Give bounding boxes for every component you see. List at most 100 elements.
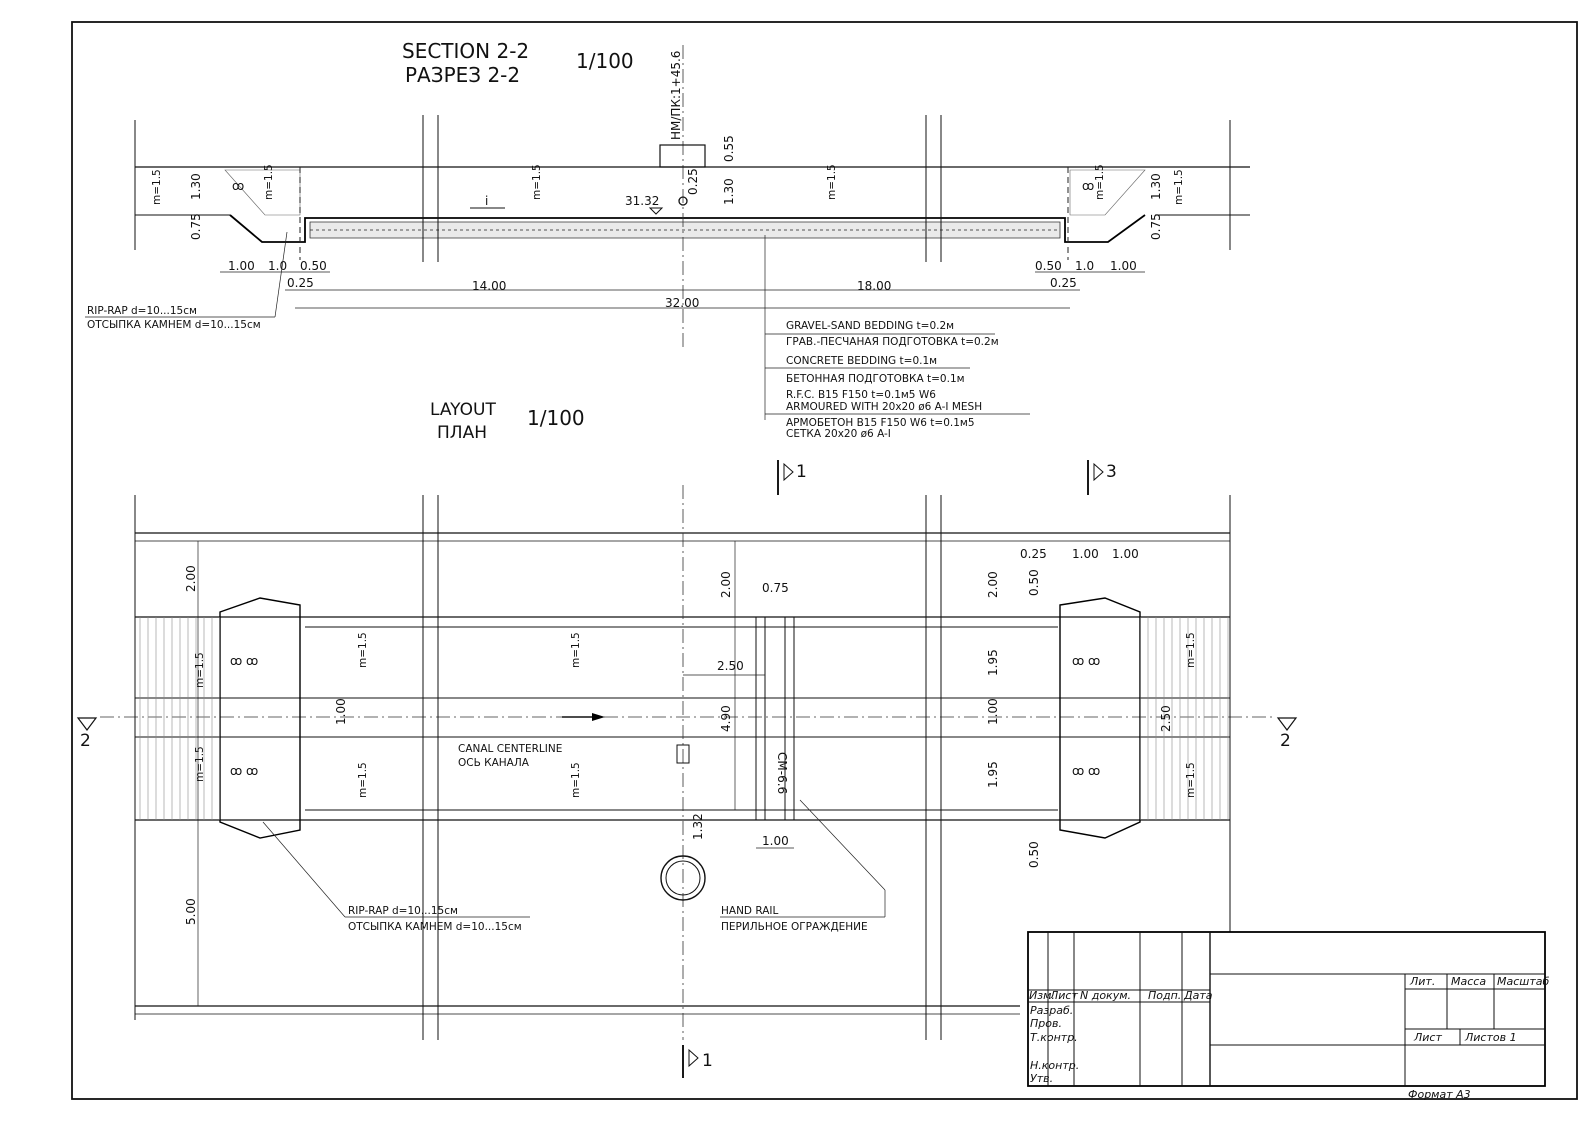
dim-label: 0.25 xyxy=(287,276,314,290)
marker-label: CM-6.6 xyxy=(775,752,789,794)
riprap-zone-left xyxy=(219,597,301,839)
cut-arrow-icon xyxy=(783,462,794,482)
stone-glyph: ꝏ ꝏ xyxy=(1072,764,1100,778)
section-scale: 1/100 xyxy=(576,49,634,73)
section-marker-icon xyxy=(76,717,98,731)
slope-label: m=1.5 xyxy=(194,746,206,782)
note-line: ARMOURED WITH 20x20 ø6 A-I MESH xyxy=(786,401,982,413)
slope-label: m=1.5 xyxy=(151,169,163,205)
slope-label: m=1.5 xyxy=(1094,164,1106,200)
tb-row: Разраб. xyxy=(1030,1004,1073,1017)
note-line: CONCRETE BEDDING t=0.1м xyxy=(786,355,937,367)
benchmark-block xyxy=(659,144,706,168)
section-marker-icon xyxy=(1276,717,1298,731)
level-icon xyxy=(648,207,664,215)
dim-label: 1.00 xyxy=(1112,547,1139,561)
tb-sheet: Лист xyxy=(1413,1031,1442,1044)
tb-col: Лист xyxy=(1049,989,1078,1002)
riprap-label-ru: ОТСЫПКА КАМНЕМ d=10...15см xyxy=(348,921,522,933)
tb-row: Н.контр. xyxy=(1030,1059,1079,1072)
well-inner-icon xyxy=(665,860,701,896)
tb-col: Подп. xyxy=(1148,989,1181,1002)
benchmark-icon xyxy=(676,744,690,764)
dim-label: 2.50 xyxy=(717,659,744,673)
tb-sheets: Листов 1 xyxy=(1464,1031,1517,1044)
tb-mass: Масса xyxy=(1451,975,1486,988)
centerline-label-ru: ОСЬ КАНАЛА xyxy=(458,757,530,769)
leader-line xyxy=(274,231,288,318)
sheet-frame xyxy=(71,21,1578,1100)
dim-label: 1.30 xyxy=(189,173,203,200)
dim-label: 5.00 xyxy=(184,898,198,925)
benchmark-point xyxy=(678,196,688,206)
slope-label: m=1.5 xyxy=(357,632,369,668)
riprap-zone-right xyxy=(1059,597,1141,839)
dim-label: 1.00 xyxy=(762,834,789,848)
cut-label: 1 xyxy=(796,462,807,482)
riprap-right xyxy=(1069,169,1146,216)
stone-glyph: ꝏ ꝏ xyxy=(230,764,258,778)
cut-arrow-icon xyxy=(688,1048,699,1068)
section-title-en: SECTION 2-2 xyxy=(402,39,529,63)
riprap-label-en: RIP-RAP d=10...15см xyxy=(348,905,458,917)
note-line: ГРАВ.-ПЕСЧАНАЯ ПОДГОТОВКА t=0.2м xyxy=(786,336,999,348)
dim-label: 0.50 xyxy=(300,259,327,273)
tb-col: Дата xyxy=(1183,989,1213,1002)
break-lines xyxy=(134,495,1231,1040)
cut-label: 1 xyxy=(702,1051,713,1071)
leader-line xyxy=(262,821,346,918)
dim-label: 0.50 xyxy=(1027,569,1041,596)
tb-row: Пров. xyxy=(1030,1017,1062,1030)
well-icon xyxy=(660,855,706,901)
layout-title-ru: ПЛАН xyxy=(437,423,487,443)
level-label: 31.32 xyxy=(625,194,659,208)
section-title-ru: РАЗРЕЗ 2-2 xyxy=(405,63,520,87)
stone-glyph: ꝏ xyxy=(232,179,244,193)
dim-label: 1.95 xyxy=(986,761,1000,788)
dim-label: 2.00 xyxy=(719,571,733,598)
slope-label: m=1.5 xyxy=(826,164,838,200)
note-line: СЕТКА 20x20 ø6 A-I xyxy=(786,428,891,440)
slope-label: m=1.5 xyxy=(1185,632,1197,668)
stone-glyph: ꝏ ꝏ xyxy=(230,654,258,668)
slope-label: m=1.5 xyxy=(1173,169,1185,205)
title-block: Изм. Лист N докум. Подп. Дата Разраб. Пр… xyxy=(1027,931,1549,1087)
slope-label: m=1.5 xyxy=(570,632,582,668)
dim-label: 1.0 xyxy=(268,259,287,273)
dim-label: 2.00 xyxy=(986,571,1000,598)
dim-label: 1.00 xyxy=(986,698,1000,725)
slope-label: m=1.5 xyxy=(1185,762,1197,798)
slope-label: m=1.5 xyxy=(531,164,543,200)
cut-label: 2 xyxy=(80,731,91,751)
dim-label: 2.50 xyxy=(1159,705,1173,732)
flow-label: i xyxy=(485,194,488,208)
dim-label: 1.00 xyxy=(1110,259,1137,273)
note-line: АРМОБЕТОН B15 F150 W6 t=0.1м5 xyxy=(786,417,975,429)
riprap-left xyxy=(224,169,301,216)
slope-label: m=1.5 xyxy=(263,164,275,200)
dim-label: 1.00 xyxy=(228,259,255,273)
riprap-label-ru: ОТСЫПКА КАМНЕМ d=10...15см xyxy=(87,319,261,331)
break-lines xyxy=(134,115,1231,262)
dim-label: 0.25 xyxy=(1050,276,1077,290)
dim-label: 18.00 xyxy=(857,279,891,293)
note-line: БЕТОННАЯ ПОДГОТОВКА t=0.1м xyxy=(786,373,965,385)
dim-label: 0.25 xyxy=(686,168,700,195)
slope-label: m=1.5 xyxy=(194,652,206,688)
dim-label: 1.32 xyxy=(691,813,705,840)
note-line: GRAVEL-SAND BEDDING t=0.2м xyxy=(786,320,954,332)
stone-glyph: ꝏ xyxy=(1082,179,1094,193)
riprap-label-en: RIP-RAP d=10...15см xyxy=(87,305,197,317)
leader-line xyxy=(799,799,886,891)
cut-arrow-icon xyxy=(1093,462,1104,482)
tb-lit: Лит. xyxy=(1409,975,1435,988)
flow-arrow-head-icon xyxy=(592,713,605,721)
dim-label: 1.30 xyxy=(722,178,736,205)
slope-label: m=1.5 xyxy=(570,762,582,798)
dim-label: 0.25 xyxy=(1020,547,1047,561)
layout-title-en: LAYOUT xyxy=(430,400,496,420)
dim-label: 1.30 xyxy=(1149,173,1163,200)
dim-label: 4.90 xyxy=(719,705,733,732)
centerline-label-en: CANAL CENTERLINE xyxy=(458,743,562,755)
section-view: SECTION 2-2 РАЗРЕЗ 2-2 1/100 ꝏ ꝏ НМ/ПК:1… xyxy=(85,39,1250,440)
